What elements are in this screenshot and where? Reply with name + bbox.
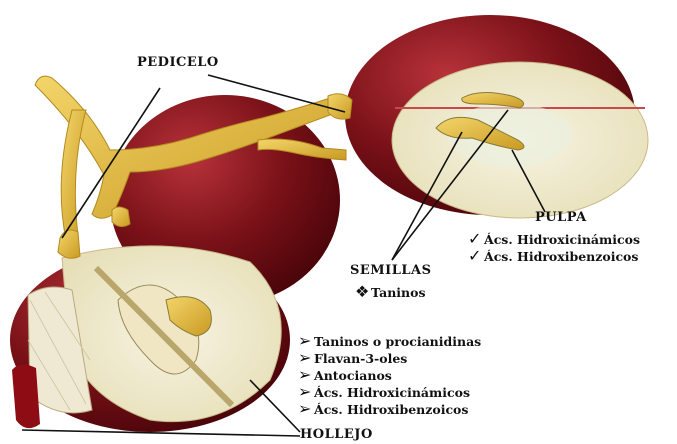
hollejo-list: ➢Taninos o procianidinas ➢Flavan-3-oles … — [298, 332, 481, 417]
label-pulpa: PULPA — [535, 210, 587, 225]
grape-left — [10, 246, 290, 432]
hollejo-item: ➢Taninos o procianidinas — [298, 332, 481, 349]
hollejo-item: ➢Ács. Hidroxicinámicos — [298, 383, 481, 400]
hollejo-item: ➢Antocianos — [298, 366, 481, 383]
label-hollejo: HOLLEJO — [300, 427, 373, 442]
pulpa-list: ✓Ács. Hidroxicinámicos ✓Ács. Hidroxibenz… — [468, 230, 640, 264]
stem-tail — [12, 364, 40, 428]
hollejo-item: ➢Ács. Hidroxibenzoicos — [298, 400, 481, 417]
pulpa-item: ✓Ács. Hidroxicinámicos — [468, 230, 640, 247]
pulpa-item: ✓Ács. Hidroxibenzoicos — [468, 247, 640, 264]
semillas-list: ❖Taninos — [355, 283, 426, 300]
grape-right — [345, 15, 648, 218]
leader-hollejo-1 — [250, 380, 300, 432]
label-semillas: SEMILLAS — [350, 263, 432, 278]
semillas-item: ❖Taninos — [355, 283, 426, 300]
label-pedicelo: PEDICELO — [137, 55, 219, 70]
hollejo-item: ➢Flavan-3-oles — [298, 349, 481, 366]
